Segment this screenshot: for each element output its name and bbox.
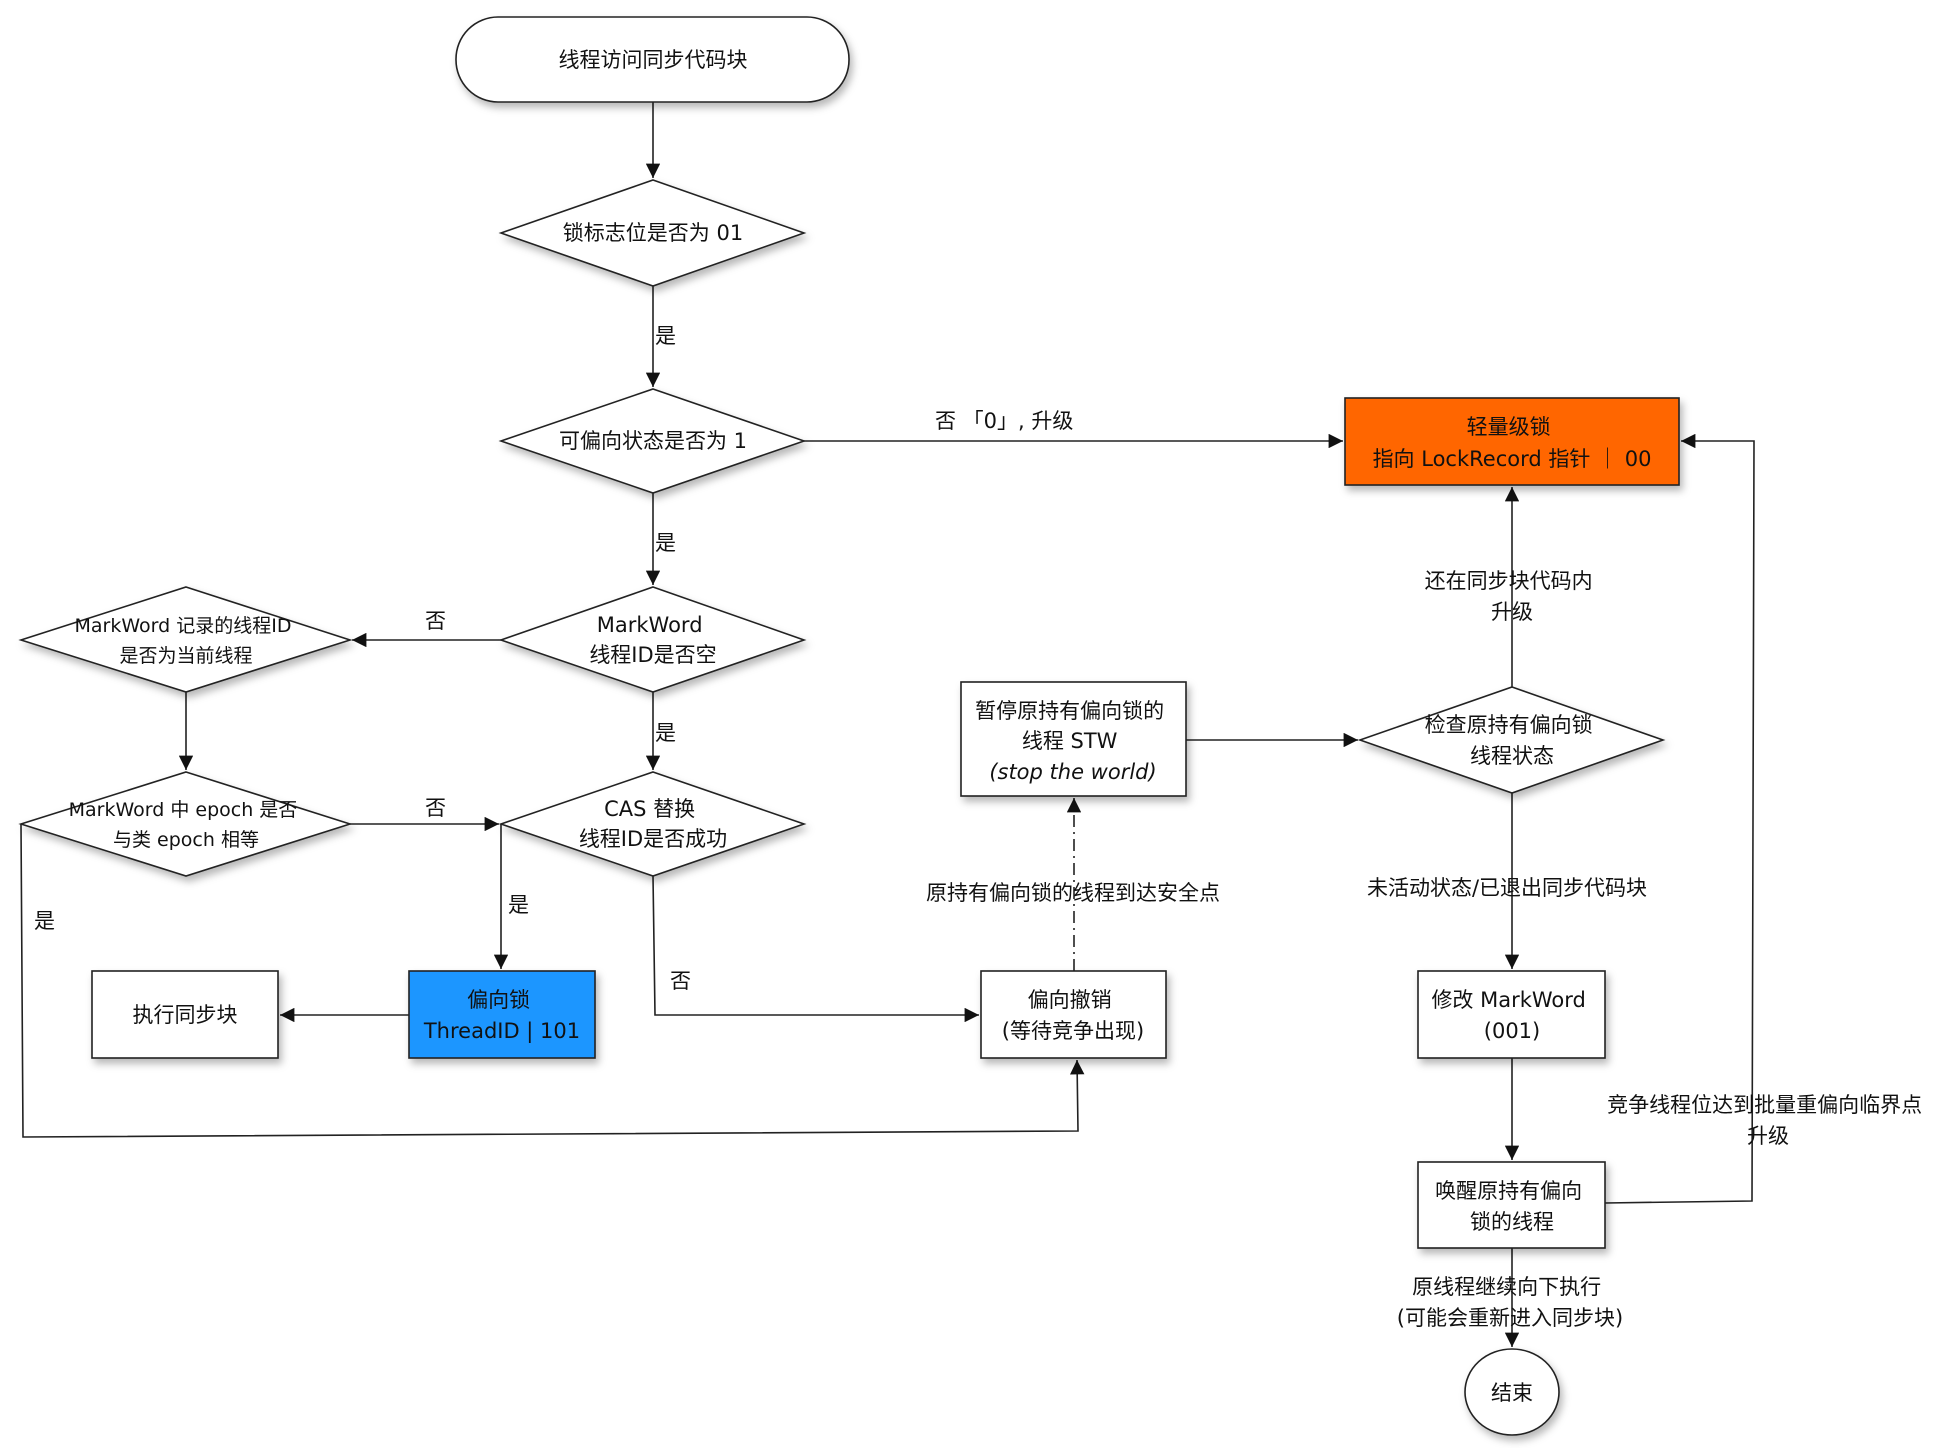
bias-revoke-label: 偏向撤销 (等待竞争出现): [1002, 988, 1144, 1043]
label-inactive-or-exited: 未活动状态/已退出同步代码块: [1367, 876, 1647, 900]
label-safepoint: 原持有偏向锁的线程到达安全点: [926, 881, 1220, 905]
label-still-in-sync-block: 还在同步块代码内 升级: [1425, 569, 1600, 624]
threadid-empty-label: MarkWord 线程ID是否空: [589, 613, 716, 667]
process-lightweight-lock: [1344, 397, 1680, 486]
label-cas-no: 否: [670, 969, 691, 993]
biased-lock-label: 偏向锁 ThreadID | 101: [423, 988, 580, 1044]
process-wake-holder: [1417, 1161, 1606, 1249]
label-threadid-empty-yes: 是: [655, 721, 676, 745]
process-biased-lock: [408, 970, 596, 1059]
start-label: 线程访问同步代码块: [559, 48, 748, 72]
label-continue-execution: 原线程继续向下执行 (可能会重新进入同步块): [1397, 1275, 1623, 1330]
label-lock-flag-yes: 是: [655, 324, 676, 348]
wake-holder-label: 唤醒原持有偏向 锁的线程: [1435, 1179, 1589, 1234]
decision-current-thread: [18, 586, 353, 693]
label-biasable-no-upgrade: 否 「0」, 升级: [935, 409, 1073, 433]
label-cas-yes: 是: [508, 893, 529, 917]
process-pause-stw: [960, 681, 1187, 797]
execute-sync-block-label: 执行同步块: [133, 1003, 238, 1027]
end-label: 结束: [1491, 1381, 1533, 1405]
decision-biasable: [498, 388, 807, 494]
process-execute-sync-block: [91, 970, 279, 1059]
end-terminal: [1464, 1348, 1560, 1436]
pause-stw-label: 暂停原持有偏向锁的 线程 STW (stop the world): [975, 699, 1171, 784]
modify-markword-label: 修改 MarkWord (001): [1431, 988, 1592, 1043]
cas-replace-label: CAS 替换 线程ID是否成功: [579, 797, 727, 851]
decision-epoch: [18, 771, 353, 877]
label-epoch-yes: 是: [34, 909, 55, 933]
edge-wake-to-lightweight: [1604, 433, 1755, 1204]
label-biasable-yes: 是: [655, 531, 676, 555]
process-modify-markword: [1417, 970, 1606, 1059]
start-terminal: [455, 16, 850, 103]
lock-flag-label: 锁标志位是否为 01: [563, 221, 743, 245]
decision-lock-flag: [498, 179, 807, 287]
epoch-label: MarkWord 中 epoch 是否 与类 epoch 相等: [69, 799, 304, 851]
label-epoch-no: 否: [425, 796, 446, 820]
label-threadid-empty-no: 否: [425, 609, 446, 633]
decision-threadid-empty: [498, 586, 807, 693]
lightweight-lock-label: 轻量级锁 指向 LockRecord 指针 ｜ 00: [1373, 415, 1652, 471]
check-holder-state-label: 检查原持有偏向锁 线程状态: [1425, 713, 1600, 768]
biasable-label: 可偏向状态是否为 1: [559, 429, 747, 453]
decision-cas-replace: [498, 771, 807, 877]
current-thread-label: MarkWord 记录的线程ID 是否为当前线程: [74, 615, 297, 667]
process-bias-revoke: [980, 970, 1167, 1059]
edge-cas-to-revoke: [652, 875, 979, 1023]
decision-check-holder-state: [1357, 686, 1666, 794]
label-batch-rebias-threshold: 竞争线程位达到批量重偏向临界点 升级: [1607, 1093, 1929, 1148]
edge-epoch-to-revoke: [20, 823, 1085, 1138]
